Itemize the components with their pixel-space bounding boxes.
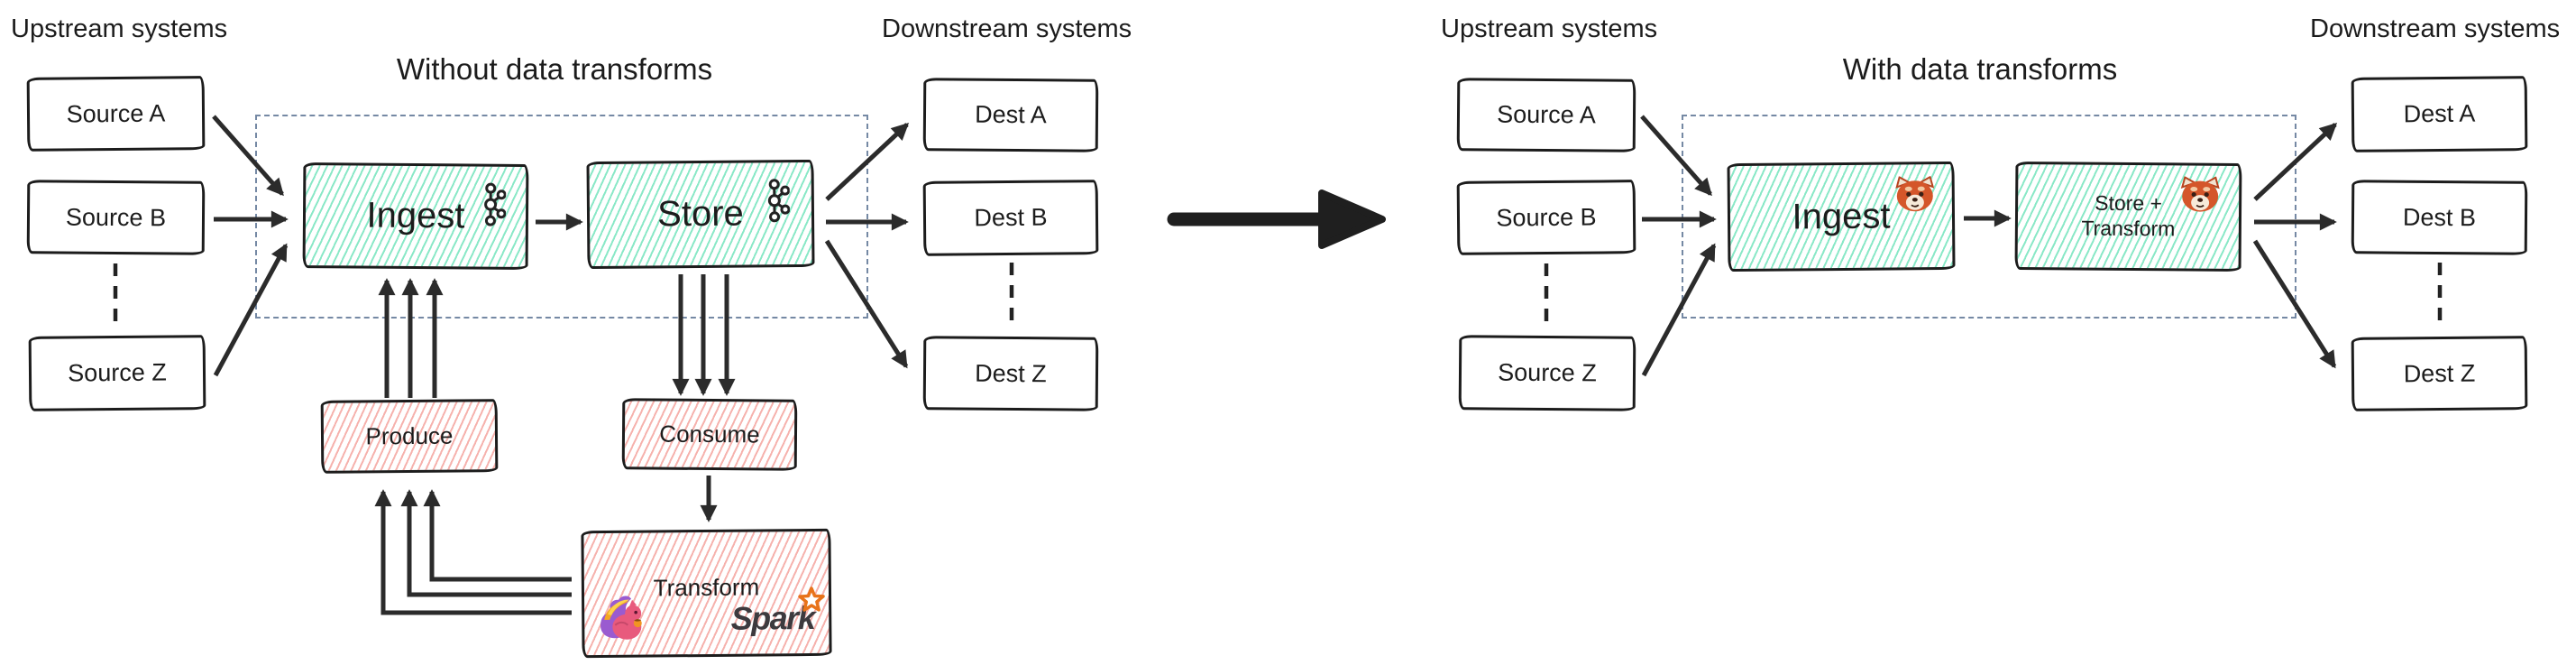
dest-z-label-left: Dest Z (975, 359, 1047, 387)
arrow-right-store-destA (2253, 123, 2338, 201)
produce-box: Produce (320, 399, 499, 474)
dest-z-box-left: Dest Z (922, 336, 1099, 411)
source-a-box-left: Source A (26, 76, 206, 152)
store-label-left: Store (656, 193, 744, 235)
big-transition-arrow (1167, 189, 1386, 249)
dest-a-box-left: Dest A (922, 78, 1099, 152)
source-z-box-left: Source Z (28, 335, 206, 411)
spark-logo: Spark (731, 586, 825, 638)
produce-label: Produce (365, 421, 454, 450)
dest-a-box-right: Dest A (2351, 76, 2528, 152)
dest-z-box-right: Dest Z (2351, 336, 2528, 411)
ingest-label-left: Ingest (366, 195, 465, 236)
ingest-box-left: Ingest (302, 162, 529, 270)
diagram-title-left: Without data transforms (396, 52, 713, 86)
arrow-left-transform-produce-2 (400, 489, 572, 597)
upstream-label-left: Upstream systems (11, 14, 228, 43)
arrow-left-store-destA (825, 123, 910, 201)
consume-label: Consume (659, 420, 760, 448)
source-a-label-left: Source A (66, 99, 166, 127)
kafka-icon (481, 182, 507, 236)
red-panda-icon (1894, 175, 1936, 221)
arrow-left-sourceA-ingest (212, 115, 284, 197)
source-a-label-right: Source A (1497, 100, 1596, 129)
kafka-icon (765, 178, 791, 232)
dest-a-label-right: Dest A (2403, 99, 2476, 128)
pipeline-region-right (1682, 115, 2296, 319)
source-b-box-left: Source B (26, 180, 206, 255)
store-transform-label: Store + Transform (2081, 191, 2176, 241)
transform-box: Transform Spark (581, 528, 832, 659)
arrow-right-store-destZ (2252, 239, 2337, 369)
source-b-label-right: Source B (1496, 203, 1597, 231)
arrow-right-sourceZ-ingest (1641, 243, 1717, 377)
arrow-left-store-destZ (824, 239, 909, 369)
ingest-box-right: Ingest (1727, 161, 1956, 272)
transform-label: Transform (653, 573, 760, 602)
dest-a-label-left: Dest A (975, 100, 1047, 129)
arrow-right-sourceA-ingest (1640, 115, 1712, 197)
downstream-label-right: Downstream systems (2310, 14, 2561, 43)
flink-squirrel-icon (597, 593, 646, 650)
red-panda-icon (2179, 176, 2221, 221)
source-z-label-right: Source Z (1498, 358, 1597, 387)
upstream-label-right: Upstream systems (1441, 14, 1658, 43)
source-a-box-right: Source A (1456, 78, 1636, 152)
arrow-left-transform-produce-3 (423, 489, 572, 582)
arrow-left-transform-produce-1 (374, 489, 572, 615)
dest-b-box-right: Dest B (2351, 180, 2528, 255)
consume-box: Consume (621, 398, 798, 471)
dest-b-label-left: Dest B (974, 203, 1048, 232)
source-b-label-left: Source B (65, 203, 167, 231)
dest-z-label-right: Dest Z (2403, 359, 2476, 387)
dest-b-label-right: Dest B (2402, 203, 2477, 231)
source-z-label-left: Source Z (68, 358, 167, 387)
ingest-label-right: Ingest (1792, 196, 1891, 236)
diagram-title-right: With data transforms (1842, 52, 2118, 86)
source-z-box-right: Source Z (1458, 335, 1636, 411)
pipeline-region-left (255, 115, 868, 319)
arrow-left-sourceZ-ingest (213, 243, 289, 377)
downstream-label-left: Downstream systems (882, 14, 1132, 43)
store-transform-box-right: Store + Transform (2014, 162, 2242, 272)
store-box-left: Store (586, 159, 815, 270)
source-b-box-right: Source B (1456, 180, 1636, 255)
spark-star-icon (798, 584, 825, 622)
dest-b-box-left: Dest B (922, 180, 1099, 256)
